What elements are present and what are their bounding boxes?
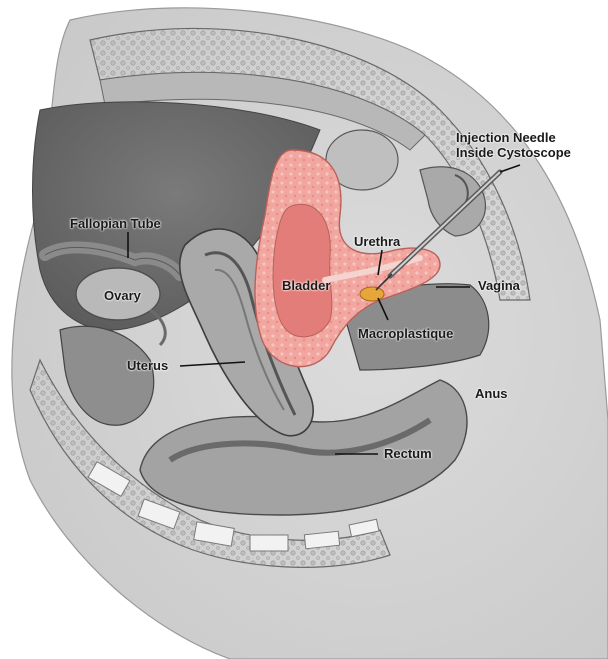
label-ovary: Ovary	[104, 288, 141, 303]
macroplastique-deposit	[360, 287, 384, 301]
bladder-lumen	[273, 204, 332, 337]
label-anus: Anus	[475, 386, 508, 401]
label-bladder: Bladder	[282, 278, 330, 293]
label-rectum: Rectum	[384, 446, 432, 461]
label-injection-needle: Injection Needle Inside Cystoscope	[456, 130, 571, 160]
label-fallopian-tube: Fallopian Tube	[70, 216, 161, 231]
label-vagina: Vagina	[478, 278, 520, 293]
label-uterus: Uterus	[127, 358, 168, 373]
label-needle-line2: Inside Cystoscope	[456, 145, 571, 160]
label-needle-line1: Injection Needle	[456, 130, 571, 145]
label-macroplastique: Macroplastique	[358, 326, 453, 341]
label-urethra: Urethra	[354, 234, 400, 249]
